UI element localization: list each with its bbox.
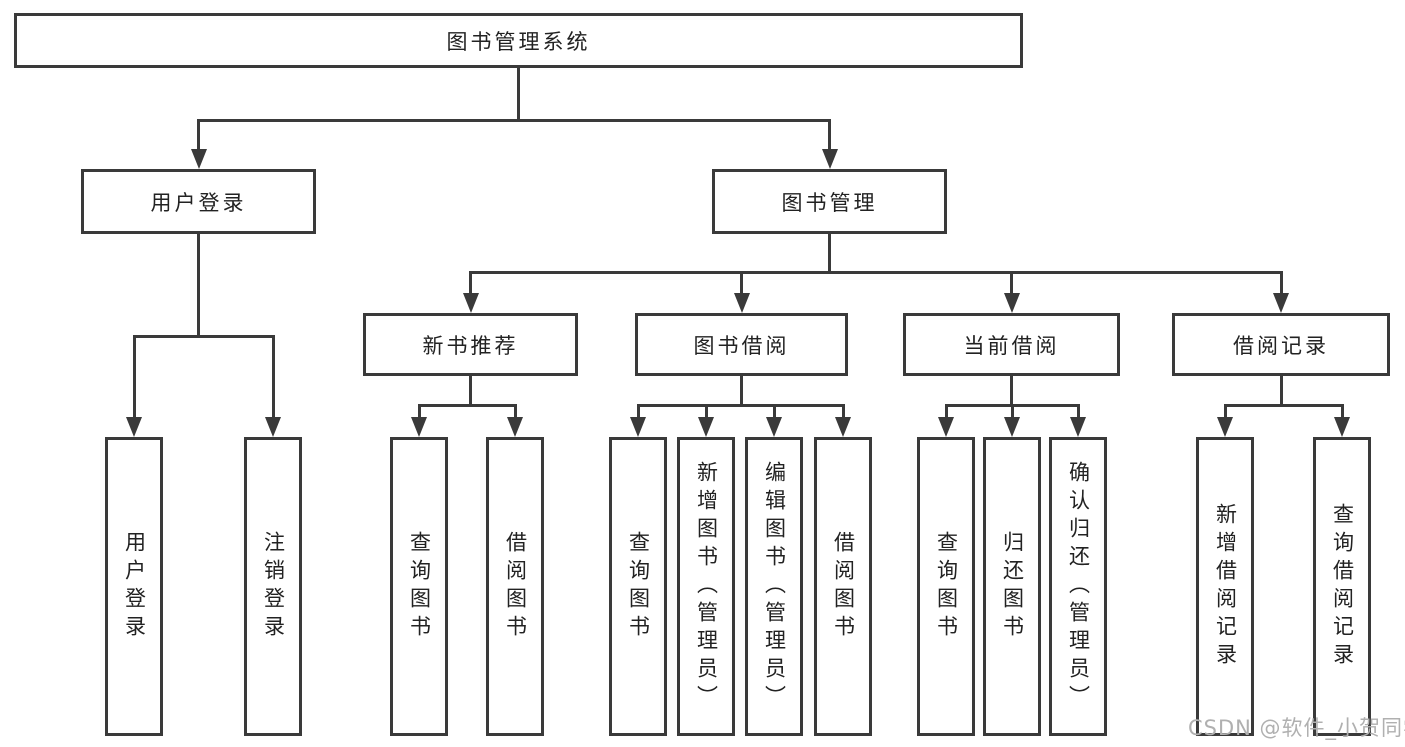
arrow-down-icon xyxy=(1004,417,1020,437)
arrow-down-icon xyxy=(1070,417,1086,437)
leaf-logout-login: 注销登录 xyxy=(244,437,302,736)
connector-leaf-drop xyxy=(1010,404,1014,419)
node-current-borrow-label: 当前借阅 xyxy=(963,333,1060,358)
connector-mgmt-stem xyxy=(828,234,831,273)
leaf-query-book-borrow-label: 查询图书 xyxy=(626,530,651,643)
node-new-book-recommend-label: 新书推荐 xyxy=(422,333,519,358)
leaf-return-book-label: 归还图书 xyxy=(1000,530,1025,643)
leaf-query-borrow-record-label: 查询借阅记录 xyxy=(1330,502,1355,671)
node-borrow-record: 借阅记录 xyxy=(1172,313,1390,376)
leaf-edit-book-admin-label: 编辑图书（管理员） xyxy=(762,460,787,713)
connector-user-leaf2-drop xyxy=(271,335,275,419)
connector-root-stem xyxy=(517,68,520,120)
leaf-query-book-newbook-label: 查询图书 xyxy=(407,530,432,643)
arrow-down-icon xyxy=(733,293,750,313)
connector-l3-drop xyxy=(1279,271,1283,295)
leaf-logout-login-label: 注销登录 xyxy=(261,530,286,643)
node-book-borrow-label: 图书借阅 xyxy=(693,333,790,358)
arrow-down-icon xyxy=(411,417,427,437)
connector-leaf-drop xyxy=(704,404,708,419)
watermark: CSDN @软件_小贺同学 xyxy=(1188,716,1405,740)
connector-user-stem xyxy=(197,234,200,337)
connector-level2-bar xyxy=(197,119,831,122)
arrow-down-icon xyxy=(630,417,646,437)
connector-l3-drop xyxy=(1010,271,1013,295)
arrow-down-icon xyxy=(938,417,954,437)
node-book-borrow: 图书借阅 xyxy=(635,313,848,376)
leaf-query-book-current: 查询图书 xyxy=(917,437,975,736)
connector-user-leaf1-drop xyxy=(132,335,136,419)
leaf-query-borrow-record: 查询借阅记录 xyxy=(1313,437,1371,736)
arrow-down-icon xyxy=(190,149,207,169)
node-root: 图书管理系统 xyxy=(14,13,1023,68)
leaf-query-book-newbook: 查询图书 xyxy=(390,437,448,736)
leaf-borrow-book-label: 借阅图书 xyxy=(831,530,856,643)
connector-user-login-drop xyxy=(197,119,200,151)
connector-user-bar xyxy=(132,335,275,338)
connector-leaf-drop xyxy=(513,404,517,419)
connector-l3-drop xyxy=(469,271,472,295)
arrow-down-icon xyxy=(821,149,838,169)
connector-leaf-drop xyxy=(417,404,421,419)
leaf-borrow-book-newbook-label: 借阅图书 xyxy=(503,530,528,643)
node-borrow-record-label: 借阅记录 xyxy=(1233,333,1329,358)
leaf-user-login-label: 用户登录 xyxy=(122,530,147,643)
connector-leaf-drop xyxy=(944,404,948,419)
connector-leaf-drop xyxy=(772,404,776,419)
arrow-down-icon xyxy=(462,293,479,313)
leaf-return-book: 归还图书 xyxy=(983,437,1041,736)
connector-leaf-drop xyxy=(1340,404,1344,419)
arrow-down-icon xyxy=(835,417,851,437)
leaf-add-book-admin-label: 新增图书（管理员） xyxy=(694,460,719,713)
connector-book-mgmt-drop xyxy=(828,119,831,151)
connector-record-bar xyxy=(1223,404,1344,407)
connector-record-stem xyxy=(1279,376,1283,406)
leaf-edit-book-admin: 编辑图书（管理员） xyxy=(745,437,803,736)
leaf-add-book-admin: 新增图书（管理员） xyxy=(677,437,735,736)
arrow-down-icon xyxy=(698,417,714,437)
leaf-borrow-book-newbook: 借阅图书 xyxy=(486,437,544,736)
leaf-query-book-borrow: 查询图书 xyxy=(609,437,667,736)
leaf-confirm-return-admin-label: 确认归还（管理员） xyxy=(1066,460,1091,713)
leaf-confirm-return-admin: 确认归还（管理员） xyxy=(1049,437,1107,736)
leaf-add-borrow-record-label: 新增借阅记录 xyxy=(1213,502,1238,671)
leaf-add-borrow-record: 新增借阅记录 xyxy=(1196,437,1254,736)
node-book-mgmt: 图书管理 xyxy=(712,169,947,234)
connector-borrow-bar xyxy=(636,404,845,407)
connector-l3-drop xyxy=(740,271,743,295)
leaf-borrow-book: 借阅图书 xyxy=(814,437,872,736)
connector-leaf-drop xyxy=(841,404,845,419)
connector-newbook-stem xyxy=(469,376,472,406)
arrow-down-icon xyxy=(507,417,523,437)
arrow-down-icon xyxy=(766,417,782,437)
arrow-down-icon xyxy=(1217,417,1233,437)
connector-current-stem xyxy=(1010,376,1013,406)
connector-borrow-stem xyxy=(740,376,743,406)
node-root-label: 图书管理系统 xyxy=(446,29,591,54)
connector-newbook-bar xyxy=(417,404,517,407)
connector-leaf-drop xyxy=(1223,404,1227,419)
leaf-user-login: 用户登录 xyxy=(105,437,163,736)
node-current-borrow: 当前借阅 xyxy=(903,313,1120,376)
connector-level3-bar xyxy=(469,271,1282,274)
leaf-query-book-current-label: 查询图书 xyxy=(934,530,959,643)
arrow-down-icon xyxy=(1273,293,1289,313)
connector-leaf-drop xyxy=(636,404,640,419)
node-user-login-label: 用户登录 xyxy=(150,190,247,215)
arrow-down-icon xyxy=(1334,417,1350,437)
node-new-book-recommend: 新书推荐 xyxy=(363,313,578,376)
arrow-down-icon xyxy=(126,417,142,437)
node-book-mgmt-label: 图书管理 xyxy=(781,190,878,215)
node-user-login: 用户登录 xyxy=(81,169,316,234)
arrow-down-icon xyxy=(265,417,281,437)
arrow-down-icon xyxy=(1003,293,1020,313)
connector-leaf-drop xyxy=(1076,404,1080,419)
